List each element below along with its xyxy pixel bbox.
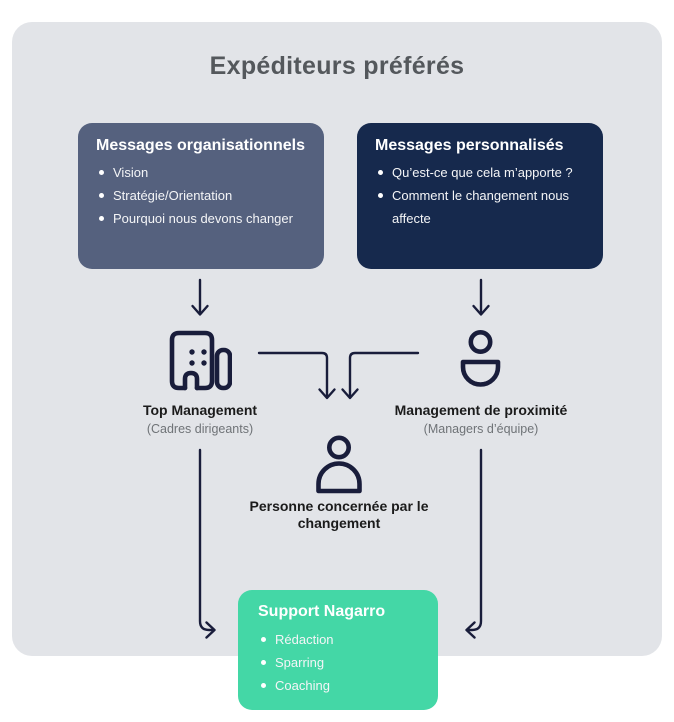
messages-personnalises-list: Qu’est-ce que cela m’apporte ? Comment l… — [375, 161, 585, 230]
top-management-label: Top Management — [142, 402, 258, 418]
list-item: Coaching — [258, 674, 418, 697]
list-item: Comment le changement nous affecte — [375, 184, 585, 230]
list-item: Vision — [96, 161, 306, 184]
messages-personnalises-title: Messages personnalisés — [375, 137, 564, 154]
support-nagarro-list: Rédaction Sparring Coaching — [258, 628, 418, 697]
top-management-sublabel: (Cadres dirigeants) — [146, 422, 254, 436]
list-item: Rédaction — [258, 628, 418, 651]
list-item: Pourquoi nous devons changer — [96, 207, 306, 230]
change-person-node: Personne concernée par le changement — [249, 498, 429, 532]
messages-personnalises-box: Messages personnalisés Qu’est-ce que cel… — [357, 123, 603, 269]
proximity-management-node: Management de proximité (Managers d’équi… — [381, 402, 581, 437]
change-person-label: Personne concernée par le changement — [249, 498, 429, 531]
support-nagarro-title: Support Nagarro — [258, 603, 386, 620]
proximity-management-label: Management de proximité — [394, 402, 568, 418]
messages-organisationnels-box: Messages organisationnels Vision Stratég… — [78, 123, 324, 269]
proximity-management-sublabel: (Managers d’équipe) — [423, 422, 539, 436]
page-title: Expéditeurs préférés — [209, 52, 465, 80]
top-management-node: Top Management (Cadres dirigeants) — [110, 402, 290, 437]
list-item: Sparring — [258, 651, 418, 674]
list-item: Stratégie/Orientation — [96, 184, 306, 207]
diagram-canvas — [12, 22, 662, 656]
support-nagarro-box: Support Nagarro Rédaction Sparring Coach… — [238, 590, 438, 710]
messages-organisationnels-list: Vision Stratégie/Orientation Pourquoi no… — [96, 161, 306, 230]
messages-organisationnels-title: Messages organisationnels — [96, 137, 305, 154]
list-item: Qu’est-ce que cela m’apporte ? — [375, 161, 585, 184]
